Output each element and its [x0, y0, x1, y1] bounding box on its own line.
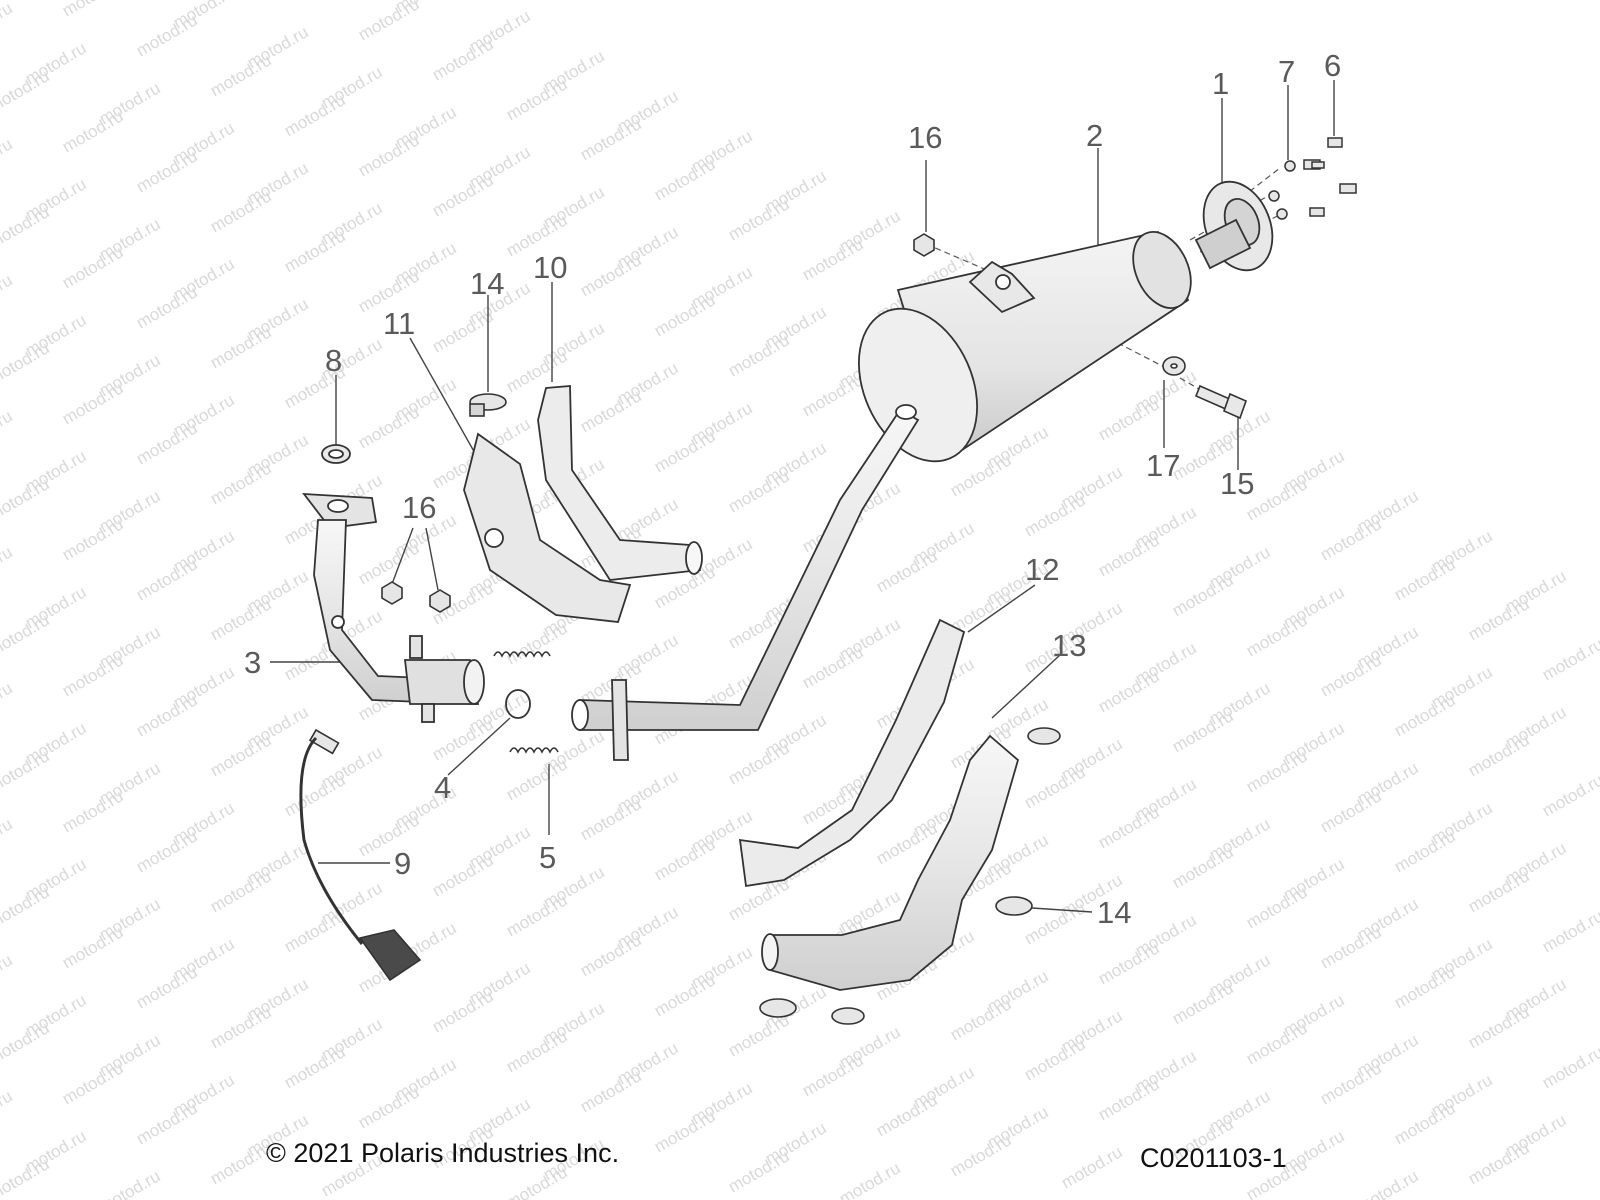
springs-part-5	[493, 651, 559, 754]
copyright-text: © 2021 Polaris Industries Inc.	[266, 1138, 620, 1168]
heat-shield-part-11	[463, 432, 632, 623]
nuts-part-16-lower	[381, 581, 451, 613]
header-pipe-part-3	[302, 492, 485, 723]
callout-13: 13	[1052, 628, 1087, 663]
callout-14-lower: 14	[1097, 895, 1132, 930]
callout-17: 17	[1146, 448, 1181, 483]
gasket-part-8	[321, 444, 351, 464]
main-pipe	[571, 404, 920, 761]
callout-9: 9	[394, 846, 412, 881]
callout-6: 6	[1324, 48, 1342, 83]
heat-shield-part-12	[738, 618, 966, 888]
washer-part-17	[1162, 356, 1186, 376]
clamp-part-14-upper	[469, 393, 507, 417]
o2-sensor-part-9	[299, 728, 422, 982]
muffler-part-2	[858, 230, 1192, 463]
bolt-part-15	[1194, 384, 1248, 420]
callout-15: 15	[1220, 466, 1255, 501]
callout-8: 8	[325, 343, 343, 378]
callout-7: 7	[1278, 54, 1296, 89]
callout-16-top: 16	[908, 120, 943, 155]
heat-shield-part-13	[761, 734, 1020, 991]
callout-16-lower: 16	[402, 490, 437, 525]
callout-11: 11	[383, 306, 416, 341]
screws-and-washers	[1268, 137, 1357, 220]
ring-part-4	[505, 689, 531, 719]
callout-1: 1	[1212, 66, 1230, 101]
callout-3: 3	[244, 645, 262, 680]
nut-part-16-top	[913, 233, 935, 257]
callout-5: 5	[539, 840, 557, 875]
callout-2: 2	[1086, 118, 1104, 153]
callout-14-upper: 14	[470, 266, 505, 301]
diagram-code: C0201103-1	[1140, 1143, 1287, 1173]
clamps-part-14-lower	[759, 727, 1061, 1025]
callout-12: 12	[1025, 552, 1060, 587]
callout-4: 4	[434, 770, 452, 805]
end-cap-part-1	[1194, 180, 1274, 272]
heat-shield-part-10	[537, 385, 703, 581]
callout-10: 10	[533, 250, 568, 285]
leader-lines	[270, 80, 1335, 913]
